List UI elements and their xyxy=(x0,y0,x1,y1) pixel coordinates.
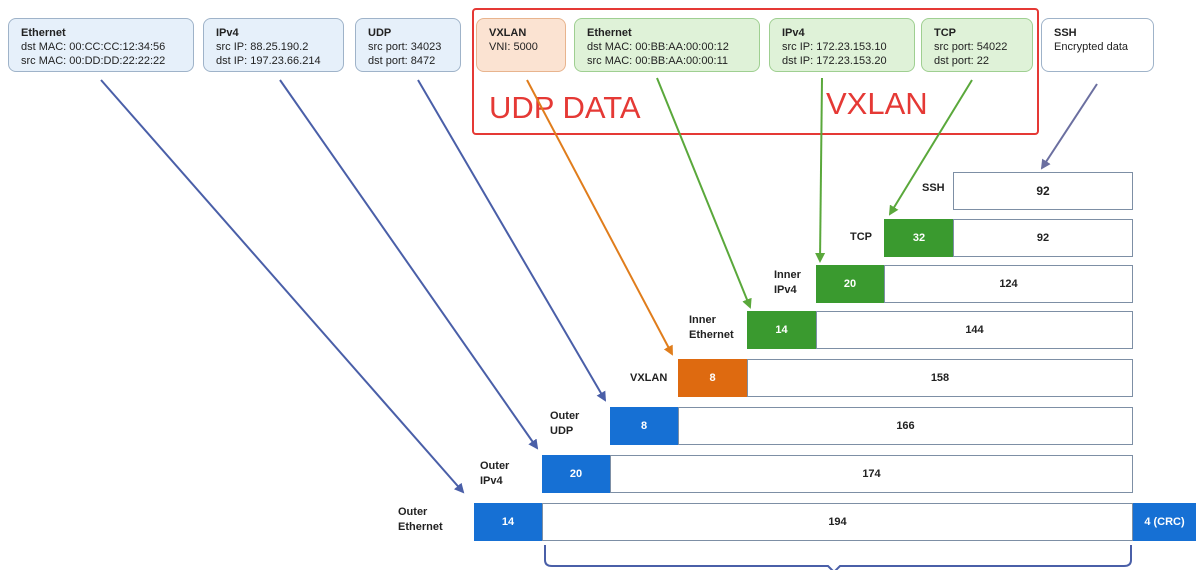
row-label-line: UDP xyxy=(550,425,574,437)
outer-udp-payload-bar: 166 xyxy=(678,407,1133,445)
tcp-payload-bar: 92 xyxy=(953,219,1133,257)
vxlan-annotation: VXLAN xyxy=(826,86,928,121)
header-box-udp: UDP src port: 34023 dst port: 8472 xyxy=(355,18,461,72)
header-line: dst IP: 172.23.153.20 xyxy=(782,55,887,67)
arrow-vxlan xyxy=(526,79,673,356)
arrow-tcp xyxy=(888,79,973,216)
outer-ipv4-payload-bar: 174 xyxy=(610,455,1133,493)
header-box-inner-ethernet: Ethernet dst MAC: 00:BB:AA:00:00:12 src … xyxy=(574,18,760,72)
header-line: src MAC: 00:BB:AA:00:00:11 xyxy=(587,55,729,67)
header-title: Ethernet xyxy=(587,27,632,39)
arrow-ethernet xyxy=(100,79,465,494)
vxlan-payload-bar: 158 xyxy=(747,359,1133,397)
header-line: src MAC: 00:DD:DD:22:22:22 xyxy=(21,55,166,67)
row-label-outer-udp: Outer UDP xyxy=(550,409,579,439)
row-label-outer-ethernet: Outer Ethernet xyxy=(398,505,443,535)
inner-ipv4-payload-bar: 124 xyxy=(884,265,1133,303)
header-title: VXLAN xyxy=(489,27,527,39)
arrow-udp xyxy=(417,79,607,402)
tcp-header-segment: 32 xyxy=(884,219,954,257)
arrow-ssh xyxy=(1040,83,1098,170)
header-title: SSH xyxy=(1054,27,1077,39)
header-line: dst port: 22 xyxy=(934,55,990,67)
vxlan-payload-frame xyxy=(472,8,1039,135)
header-title: TCP xyxy=(934,27,956,39)
header-line: Encrypted data xyxy=(1054,41,1128,53)
header-box-vxlan: VXLAN VNI: 5000 xyxy=(476,18,566,72)
header-title: Ethernet xyxy=(21,27,66,39)
row-label-line: Outer xyxy=(480,460,510,472)
header-line: VNI: 5000 xyxy=(489,41,538,53)
header-box-inner-ipv4: IPv4 src IP: 172.23.153.10 dst IP: 172.2… xyxy=(769,18,915,72)
crc-trailer-segment: 4 (CRC) xyxy=(1133,503,1196,541)
arrow-inner-ipv4 xyxy=(815,77,826,263)
row-label-line: IPv4 xyxy=(774,284,797,296)
outer-udp-header-segment: 8 xyxy=(610,407,678,445)
payload-brace xyxy=(544,545,1132,570)
row-label-inner-ethernet: Inner Ethernet xyxy=(689,313,734,343)
header-line: dst IP: 197.23.66.214 xyxy=(216,55,321,67)
header-title: IPv4 xyxy=(216,27,239,39)
row-label-tcp: TCP xyxy=(850,231,872,243)
row-label-line: IPv4 xyxy=(480,475,503,487)
row-label-line: Ethernet xyxy=(398,521,443,533)
header-title: UDP xyxy=(368,27,392,39)
row-label-ssh: SSH xyxy=(922,182,945,194)
row-label-line: Inner xyxy=(689,314,716,326)
arrow-ipv4 xyxy=(279,79,539,450)
row-label-inner-ipv4: Inner IPv4 xyxy=(774,268,801,298)
header-title: IPv4 xyxy=(782,27,805,39)
header-line: dst MAC: 00:BB:AA:00:00:12 xyxy=(587,41,729,53)
inner-ethernet-payload-bar: 144 xyxy=(816,311,1133,349)
outer-ethernet-header-segment: 14 xyxy=(474,503,542,541)
row-label-line: Outer xyxy=(398,506,428,518)
header-box-ssh: SSH Encrypted data xyxy=(1041,18,1154,72)
row-label-vxlan: VXLAN xyxy=(630,372,668,384)
row-label-line: Inner xyxy=(774,269,801,281)
header-line: dst port: 8472 xyxy=(368,55,436,67)
inner-ethernet-header-segment: 14 xyxy=(747,311,816,349)
row-label-line: Ethernet xyxy=(689,329,734,341)
inner-ipv4-header-segment: 20 xyxy=(816,265,884,303)
header-line: dst MAC: 00:CC:CC:12:34:56 xyxy=(21,41,166,53)
header-line: src port: 34023 xyxy=(368,41,442,53)
header-line: src IP: 172.23.153.10 xyxy=(782,41,887,53)
header-line: src IP: 88.25.190.2 xyxy=(216,41,309,53)
outer-ipv4-header-segment: 20 xyxy=(542,455,610,493)
inner-header-arrows xyxy=(656,77,973,309)
header-box-ethernet: Ethernet dst MAC: 00:CC:CC:12:34:56 src … xyxy=(8,18,194,72)
row-label-outer-ipv4: Outer IPv4 xyxy=(480,459,509,489)
arrow-inner-ethernet xyxy=(656,77,752,309)
ssh-payload-bar: 92 xyxy=(953,172,1133,210)
vxlan-header-segment: 8 xyxy=(678,359,747,397)
outer-header-arrows xyxy=(100,79,607,494)
header-box-ipv4: IPv4 src IP: 88.25.190.2 dst IP: 197.23.… xyxy=(203,18,344,72)
header-box-tcp: TCP src port: 54022 dst port: 22 xyxy=(921,18,1033,72)
header-line: src port: 54022 xyxy=(934,41,1008,53)
row-label-line: Outer xyxy=(550,410,580,422)
udp-data-annotation: UDP DATA xyxy=(489,90,641,125)
outer-ethernet-payload-bar: 194 xyxy=(542,503,1133,541)
